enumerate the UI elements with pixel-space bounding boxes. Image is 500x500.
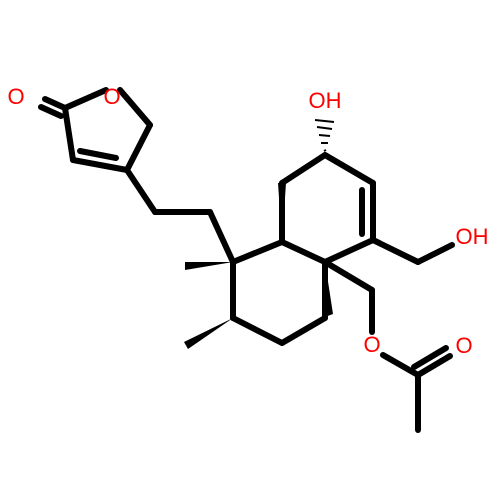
bond <box>124 122 153 173</box>
hash <box>323 149 327 152</box>
bond <box>279 239 328 265</box>
bond <box>124 167 158 215</box>
bond <box>207 209 236 265</box>
atom-label-hydroxyl: OH <box>309 88 342 113</box>
bond <box>322 237 376 265</box>
bond <box>230 239 285 265</box>
bond <box>411 345 449 370</box>
atom-label-oxygen: O <box>7 84 24 109</box>
bond <box>322 259 375 293</box>
hash <box>314 119 335 123</box>
wedge-bond <box>278 183 286 242</box>
bond <box>230 315 285 346</box>
atom-label-oxygen: O <box>103 84 120 109</box>
bond <box>62 105 76 163</box>
bond <box>62 87 109 111</box>
bond <box>370 237 421 265</box>
hash <box>316 126 333 130</box>
bond <box>415 242 455 265</box>
wedge-bond <box>185 262 233 270</box>
atom-label-oxygen: O <box>363 332 380 357</box>
bond <box>279 152 328 186</box>
wedge-bond <box>184 318 233 349</box>
bond <box>322 152 376 186</box>
wedge-layer <box>184 183 333 349</box>
bond-layer <box>38 87 455 433</box>
hash <box>318 134 331 137</box>
bond <box>279 315 328 346</box>
bond <box>380 352 421 378</box>
atom-label-layer: O O OH OH O O <box>7 84 488 358</box>
bond <box>77 148 119 161</box>
bond <box>415 353 453 378</box>
bond <box>42 96 68 111</box>
bond <box>70 157 130 173</box>
hashed-bond <box>314 119 335 152</box>
bond <box>38 104 64 119</box>
atom-label-oxygen: O <box>455 333 472 358</box>
bond <box>117 87 153 128</box>
wedge-bond <box>325 262 333 317</box>
atom-label-hydroxyl: OH <box>456 224 489 249</box>
